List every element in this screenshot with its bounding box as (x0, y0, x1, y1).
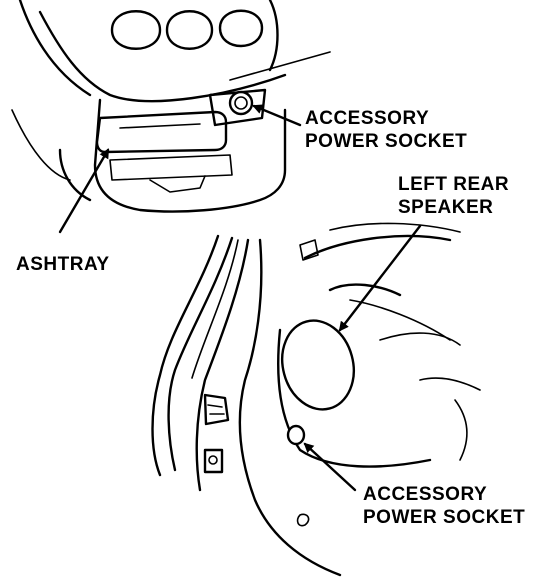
accessory-power-socket-bottom (286, 424, 306, 446)
label-left-rear-speaker-line1: LEFT REAR (398, 174, 509, 195)
callout-labels: ACCESSORY POWER SOCKET LEFT REAR SPEAKER… (16, 108, 525, 528)
accessory-power-socket-top (228, 90, 254, 116)
ashtray-drawer (95, 110, 228, 154)
dashboard-illustration (11, 0, 331, 213)
label-left-rear-speaker-line2: SPEAKER (398, 197, 493, 218)
left-rear-speaker (281, 319, 355, 411)
gauge-center (165, 10, 214, 50)
gauge-left (110, 10, 162, 50)
label-ashtray: ASHTRAY (16, 254, 110, 275)
leader-lines (58, 104, 422, 492)
latch-lower (203, 448, 224, 474)
latch (203, 393, 230, 426)
label-accessory-power-socket-bottom-line2: POWER SOCKET (363, 507, 525, 528)
cargo-area-illustration (151, 222, 481, 577)
arrow-icon (338, 224, 422, 332)
arrow-icon (303, 442, 357, 492)
gauge-right (218, 9, 264, 48)
label-accessory-power-socket-top-line2: POWER SOCKET (305, 131, 467, 152)
arrow-icon (252, 104, 302, 127)
label-accessory-power-socket-top-line1: ACCESSORY (305, 108, 429, 129)
arrow-icon (58, 148, 110, 234)
label-accessory-power-socket-bottom-line1: ACCESSORY (363, 484, 487, 505)
